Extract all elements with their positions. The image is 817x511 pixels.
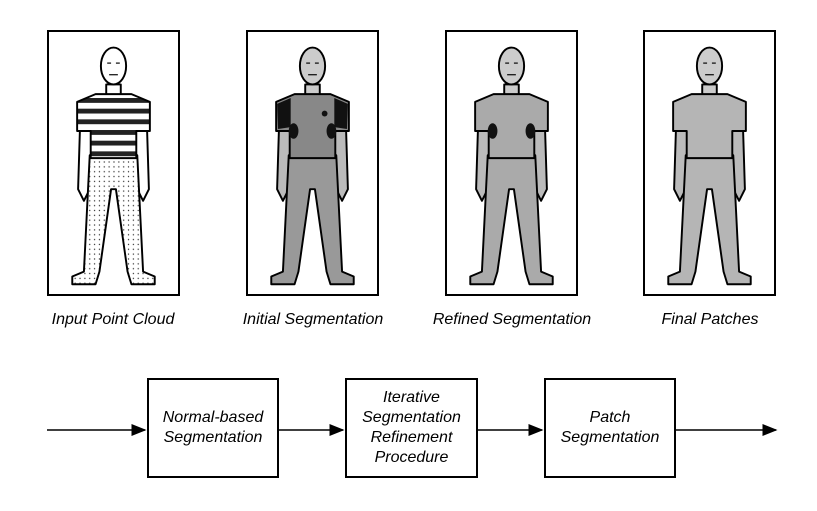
figure-panel (445, 30, 578, 296)
step-normal-based-segmentation: Normal-based Segmentation (147, 378, 279, 478)
step-label: Normal-based Segmentation (162, 409, 264, 446)
human-figure (270, 46, 355, 286)
figure-panel (643, 30, 776, 296)
caption-input-point-cloud: Input Point Cloud (51, 311, 175, 328)
human-figure (469, 46, 554, 286)
step-label: Patch Segmentation (560, 409, 660, 446)
figure-panel (246, 30, 379, 296)
caption-initial-segmentation: Initial Segmentation (242, 311, 384, 328)
step-iterative-refinement: Iterative Segmentation Refinement Proced… (345, 378, 478, 478)
figure-panel (47, 30, 180, 296)
step-patch-segmentation: Patch Segmentation (544, 378, 676, 478)
step-label: Iterative Segmentation Refinement Proced… (362, 389, 461, 466)
caption-final-patches: Final Patches (661, 311, 759, 328)
caption-refined-segmentation: Refined Segmentation (432, 311, 592, 328)
human-figure (667, 46, 752, 286)
human-figure (71, 46, 156, 286)
